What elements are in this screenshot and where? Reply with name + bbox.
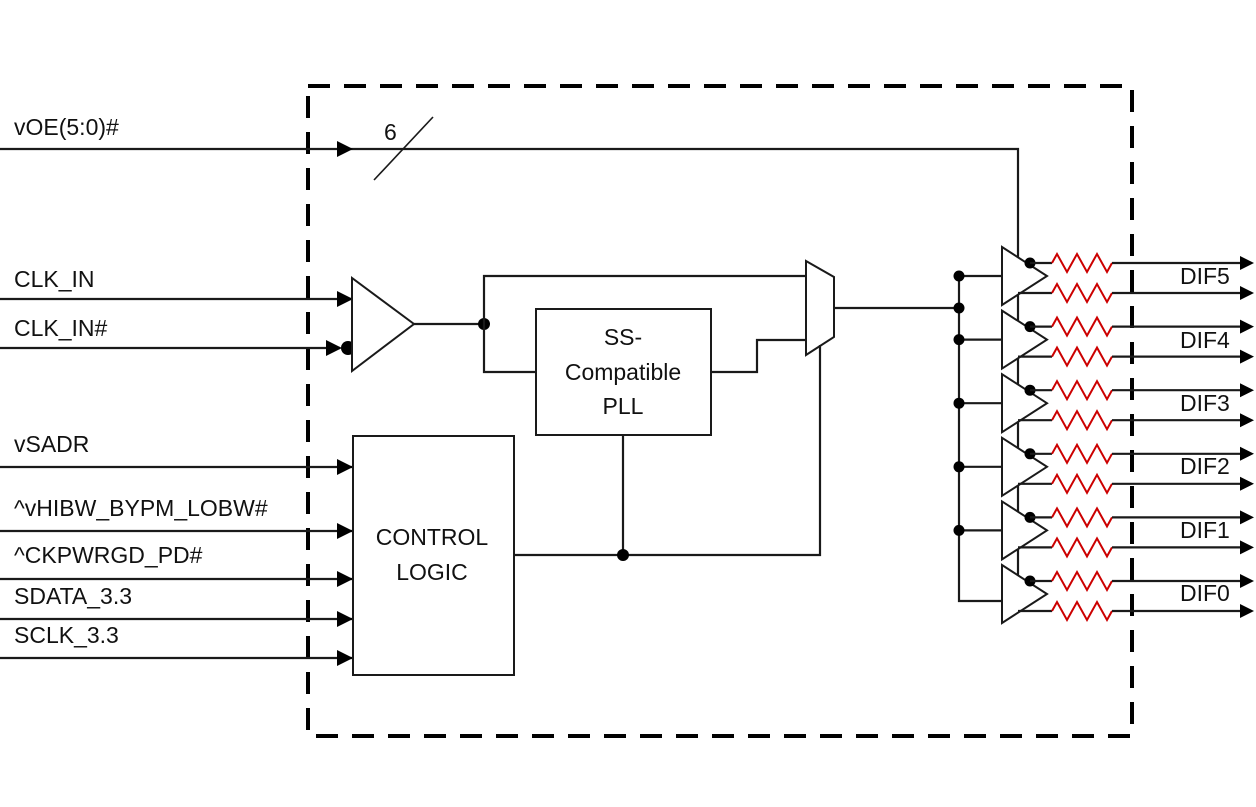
junction-dot — [617, 549, 629, 561]
series-resistor-icon — [1051, 536, 1113, 559]
pll-label-line-3: PLL — [603, 393, 644, 419]
input-label-voe: vOE(5:0)# — [14, 114, 119, 140]
control-label-line-2: LOGIC — [396, 559, 468, 585]
clk-in-n-wire — [0, 340, 355, 356]
chip-boundary — [306, 84, 1134, 738]
output-arrow — [1240, 540, 1254, 555]
control-logic-block: CONTROL LOGIC — [352, 435, 515, 676]
pll-block: SS- Compatible PLL — [535, 308, 712, 436]
series-resistor-icon — [1051, 345, 1113, 368]
output-label-dif3: DIF3 — [1180, 390, 1230, 416]
output-arrow — [1240, 604, 1254, 618]
output-arrow — [1240, 446, 1254, 461]
output-label-dif4: DIF4 — [1180, 327, 1230, 353]
output-arrow — [1240, 349, 1254, 364]
output-buffer-dif2 — [1001, 435, 1049, 498]
series-resistor-icon — [1051, 281, 1113, 305]
input-label-sclk: SCLK_3.3 — [14, 622, 119, 648]
junction-dot — [953, 334, 965, 346]
junction-dot — [953, 302, 965, 314]
output-buffer-section — [953, 245, 1254, 625]
output-buffer-dif4 — [1001, 308, 1049, 371]
series-resistor-icon — [1051, 379, 1113, 402]
output-buffer-dif5 — [1001, 245, 1049, 307]
output-buffer-dif3 — [1001, 372, 1049, 435]
pll-label-line-2: Compatible — [565, 359, 681, 385]
output-arrow — [1240, 510, 1254, 525]
output-label-dif0: DIF0 — [1180, 580, 1230, 606]
series-resistor-icon — [1051, 599, 1113, 623]
output-label-dif2: DIF2 — [1180, 453, 1230, 479]
output-buffer-dif1 — [1001, 499, 1049, 562]
series-resistor-icon — [1051, 315, 1113, 338]
series-resistor-icon — [1051, 442, 1113, 465]
junction-dot — [953, 397, 965, 409]
input-buffer-triangle — [351, 276, 416, 374]
input-label-clk-in: CLK_IN — [14, 266, 95, 292]
output-arrow — [1240, 413, 1254, 428]
junction-dot — [953, 524, 965, 536]
output-arrow — [1240, 319, 1254, 334]
junction-dot — [953, 270, 965, 282]
bus-width-label: 6 — [384, 119, 397, 145]
bus-width-slash — [373, 116, 434, 181]
clk-in-wire — [0, 291, 353, 307]
output-buffer-dif0 — [1001, 563, 1049, 625]
series-resistor-icon — [1051, 472, 1113, 495]
input-label-vsadr: vSADR — [14, 431, 89, 457]
clock-distribution-bus — [957, 275, 1002, 603]
output-arrow — [1240, 256, 1254, 270]
mux — [805, 259, 835, 357]
control-label-line-1: CONTROL — [376, 524, 489, 550]
control-output-wires — [514, 345, 822, 561]
output-label-dif1: DIF1 — [1180, 517, 1230, 543]
output-arrow — [1240, 476, 1254, 491]
input-label-sdata: SDATA_3.3 — [14, 583, 132, 609]
control-input-wires — [0, 459, 353, 666]
voe-bus: 6 — [0, 116, 1020, 258]
clock-path-wires — [414, 274, 806, 374]
series-resistor-icon — [1051, 569, 1113, 593]
voe-arrow — [337, 141, 353, 157]
output-label-dif5: DIF5 — [1180, 263, 1230, 289]
output-arrow — [1240, 286, 1254, 300]
series-resistor-icon — [1051, 251, 1113, 275]
pll-label-line-1: SS- — [604, 324, 642, 350]
output-arrow — [1240, 383, 1254, 398]
input-label-clk-in-n: CLK_IN# — [14, 315, 108, 341]
series-resistor-icon — [1051, 409, 1113, 432]
input-label-hibw: ^vHIBW_BYPM_LOBW# — [14, 495, 268, 521]
input-label-ckpwrgd: ^CKPWRGD_PD# — [14, 542, 203, 568]
output-arrow — [1240, 574, 1254, 588]
junction-dot — [953, 461, 965, 473]
series-resistor-icon — [1051, 506, 1113, 529]
